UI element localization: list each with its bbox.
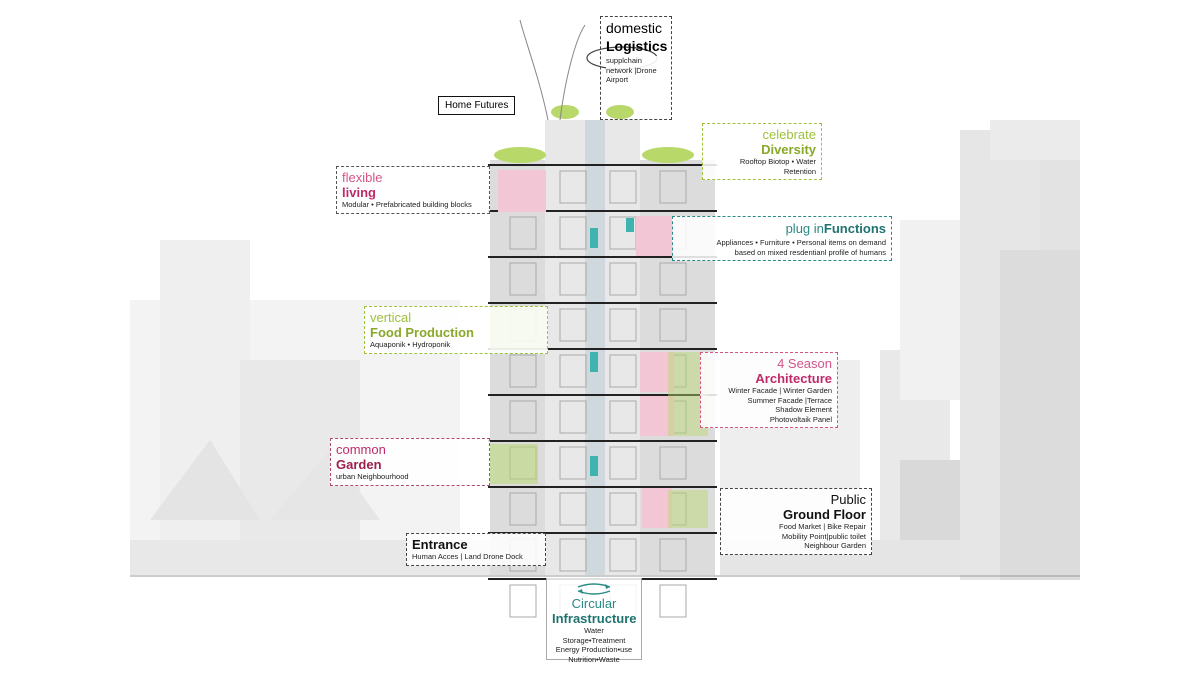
window-frame bbox=[609, 446, 637, 480]
circular-arrows-icon bbox=[577, 583, 611, 595]
logistics-thin: domestic bbox=[606, 20, 663, 36]
window-frame bbox=[559, 216, 587, 250]
food-desc: Aquaponik • Hydroponik bbox=[370, 340, 451, 349]
infrastructure-desc-2: Energy Production•use bbox=[555, 645, 633, 654]
entrance-bold: Entrance bbox=[412, 537, 468, 552]
window-frame bbox=[659, 308, 687, 342]
food-thin: vertical bbox=[370, 310, 412, 325]
logistics-bold: Logistics bbox=[606, 38, 668, 54]
functions-bold: Functions bbox=[823, 221, 886, 236]
functions-desc-2: based on mixed resdentianl profile of hu… bbox=[734, 247, 886, 257]
window-frame bbox=[609, 354, 637, 388]
window-frame bbox=[609, 538, 637, 572]
window-frame bbox=[559, 400, 587, 434]
window-frame bbox=[559, 446, 587, 480]
window-frame bbox=[609, 492, 637, 526]
window-frame bbox=[559, 538, 587, 572]
label-infrastructure: Circular Infrastructure Water Storage•Tr… bbox=[546, 578, 642, 664]
logistics-desc: supplchain network |Drone Airport bbox=[606, 56, 666, 85]
window-frame bbox=[659, 446, 687, 480]
window-frame bbox=[559, 170, 587, 204]
diversity-thin: celebrate bbox=[762, 127, 816, 142]
window-frame bbox=[609, 170, 637, 204]
pink-winter-gardens bbox=[498, 170, 676, 528]
label-ground-floor: Public Ground Floor Food Market | Bike R… bbox=[720, 488, 872, 555]
infrastructure-desc-1: Water Storage•Treatment bbox=[562, 626, 626, 645]
window-frame bbox=[509, 354, 537, 388]
garden-desc: urban Neighbourhood bbox=[336, 472, 409, 481]
window-frame bbox=[509, 400, 537, 434]
window-frame bbox=[559, 492, 587, 526]
infrastructure-thin: Circular bbox=[571, 596, 617, 611]
ground-bold: Ground Floor bbox=[782, 507, 866, 522]
diversity-desc: Rooftop Biotop • Water Retention bbox=[739, 157, 816, 176]
functions-desc-1: Appliances • Furniture • Personal items … bbox=[716, 238, 886, 247]
window-frame bbox=[509, 584, 537, 618]
antenna-left bbox=[519, 19, 549, 121]
architecture-desc-2: Summer Facade |Terrace bbox=[747, 395, 832, 405]
functions-thin: plug in bbox=[785, 221, 824, 236]
window-frame bbox=[559, 308, 587, 342]
garden-thin: common bbox=[336, 442, 386, 457]
window-frame bbox=[509, 262, 537, 296]
architecture-thin: 4 Season bbox=[777, 356, 832, 371]
antenna-right bbox=[559, 24, 586, 121]
label-food-production: vertical Food Production Aquaponik • Hyd… bbox=[364, 306, 548, 354]
ground-desc-1: Food Market | Bike Repair bbox=[779, 522, 866, 531]
diversity-bold: Diversity bbox=[761, 142, 816, 157]
window-frame bbox=[659, 538, 687, 572]
architecture-desc-3: Shadow Element bbox=[775, 405, 832, 414]
label-living: flexible living Modular • Prefabricated … bbox=[336, 166, 490, 214]
label-garden: common Garden urban Neighbourhood bbox=[330, 438, 490, 486]
architecture-desc-1: Winter Facade | Winter Garden bbox=[728, 386, 832, 395]
architecture-bold: Architecture bbox=[755, 371, 832, 386]
food-bold: Food Production bbox=[370, 325, 474, 340]
infrastructure-bold: Infrastructure bbox=[552, 611, 637, 626]
infrastructure-desc-3: Nutrition•Waste bbox=[568, 654, 620, 664]
label-home-futures: Home Futures bbox=[438, 96, 516, 115]
garden-bold: Garden bbox=[336, 457, 382, 472]
ground-desc-2: Mobility Point|public toilet bbox=[781, 531, 866, 541]
living-desc: Modular • Prefabricated building blocks bbox=[342, 200, 472, 209]
window-frame bbox=[559, 262, 587, 296]
entrance-desc: Human Acces | Land Drone Dock bbox=[412, 552, 523, 561]
window-frame bbox=[609, 400, 637, 434]
window-frame bbox=[659, 170, 687, 204]
label-functions: plug inFunctions Appliances • Furniture … bbox=[672, 216, 892, 261]
label-logistics: domestic Logistics supplchain network |D… bbox=[600, 16, 672, 120]
living-bold: living bbox=[342, 185, 376, 200]
teal-elevator-cabins bbox=[590, 218, 634, 476]
label-diversity: celebrate Diversity Rooftop Biotop • Wat… bbox=[702, 123, 822, 180]
window-frame bbox=[659, 584, 687, 618]
window-frame bbox=[509, 216, 537, 250]
window-frame bbox=[659, 262, 687, 296]
window-frame bbox=[609, 308, 637, 342]
window-frame bbox=[609, 262, 637, 296]
label-entrance: Entrance Human Acces | Land Drone Dock bbox=[406, 533, 546, 566]
tower bbox=[490, 120, 715, 575]
window-frame bbox=[509, 492, 537, 526]
architecture-desc-4: Photovoltaik Panel bbox=[769, 414, 832, 424]
label-architecture: 4 Season Architecture Winter Facade | Wi… bbox=[700, 352, 838, 428]
ground-desc-3: Neighbour Garden bbox=[804, 541, 866, 550]
living-thin: flexible bbox=[342, 170, 383, 185]
window-frame bbox=[559, 354, 587, 388]
ground-thin: Public bbox=[830, 492, 866, 507]
